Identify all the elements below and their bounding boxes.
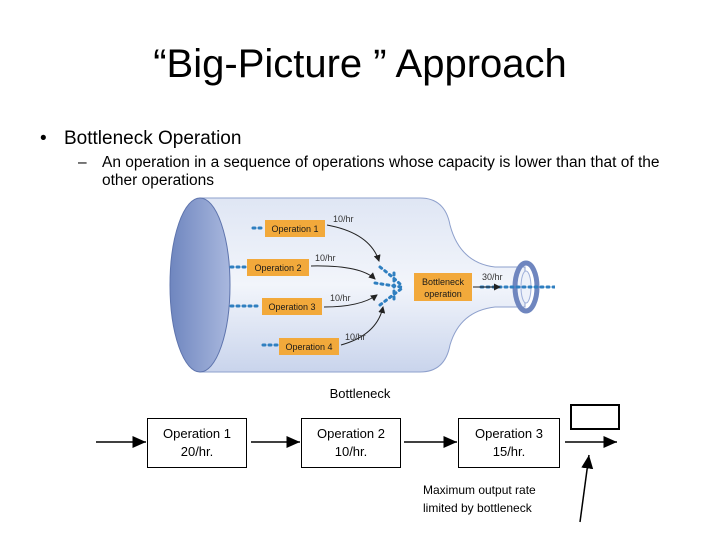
flow-step-2: Operation 2 10/hr. xyxy=(301,418,401,468)
op-rate-3: 10/hr xyxy=(330,293,351,303)
op-rate-2: 10/hr xyxy=(315,253,336,263)
op-rate-1: 10/hr xyxy=(333,214,354,224)
op-box-1: Operation 1 xyxy=(265,220,325,237)
bottleneck-op-line1: Bottleneck xyxy=(422,277,465,287)
bottleneck-op-box: Bottleneck operation xyxy=(414,273,472,301)
op-rate-4: 10/hr xyxy=(345,332,366,342)
bullet-marker: • xyxy=(40,128,47,149)
flow-step-3: Operation 3 15/hr. xyxy=(458,418,560,468)
bottleneck-note: Maximum output rate limited by bottlenec… xyxy=(423,481,536,517)
bullet-heading: • Bottleneck Operation xyxy=(40,128,241,150)
note-line-2: limited by bottleneck xyxy=(423,501,532,515)
flow-step-1-name: Operation 1 xyxy=(163,426,231,441)
output-rate: 30/hr xyxy=(482,272,503,282)
bottleneck-label: Bottleneck xyxy=(329,386,391,401)
op-label-1: Operation 1 xyxy=(271,224,318,234)
flow-step-1: Operation 1 20/hr. xyxy=(147,418,247,468)
flow-step-3-name: Operation 3 xyxy=(475,426,543,441)
flow-step-1-rate: 20/hr. xyxy=(180,444,214,459)
op-label-3: Operation 3 xyxy=(268,302,315,312)
flow-step-2-name: Operation 2 xyxy=(317,426,385,441)
op-label-4: Operation 4 xyxy=(285,342,332,352)
note-line-1: Maximum output rate xyxy=(423,483,536,497)
sub-bullet-marker: – xyxy=(78,154,87,171)
bottleneck-definition: An operation in a sequence of operations… xyxy=(102,154,660,189)
bottle-illustration: Operation 1 Operation 2 Operation 3 Oper… xyxy=(165,195,555,375)
op-box-3: Operation 3 xyxy=(262,298,322,315)
bottle-left-cap xyxy=(169,197,231,373)
op-box-2: Operation 2 xyxy=(247,259,309,276)
op-box-4: Operation 4 xyxy=(279,338,339,355)
flow-step-2-rate: 10/hr. xyxy=(334,444,368,459)
flow-step-3-rate: 15/hr. xyxy=(492,444,526,459)
slide-title: “Big-Picture ” Approach xyxy=(153,42,567,86)
output-box xyxy=(570,404,620,430)
op-label-2: Operation 2 xyxy=(254,263,301,273)
bottleneck-op-line2: operation xyxy=(424,289,462,299)
bottle-body xyxy=(199,197,526,373)
note-pointer-arrow xyxy=(579,454,594,523)
bullet-heading-text: Bottleneck Operation xyxy=(64,128,242,149)
